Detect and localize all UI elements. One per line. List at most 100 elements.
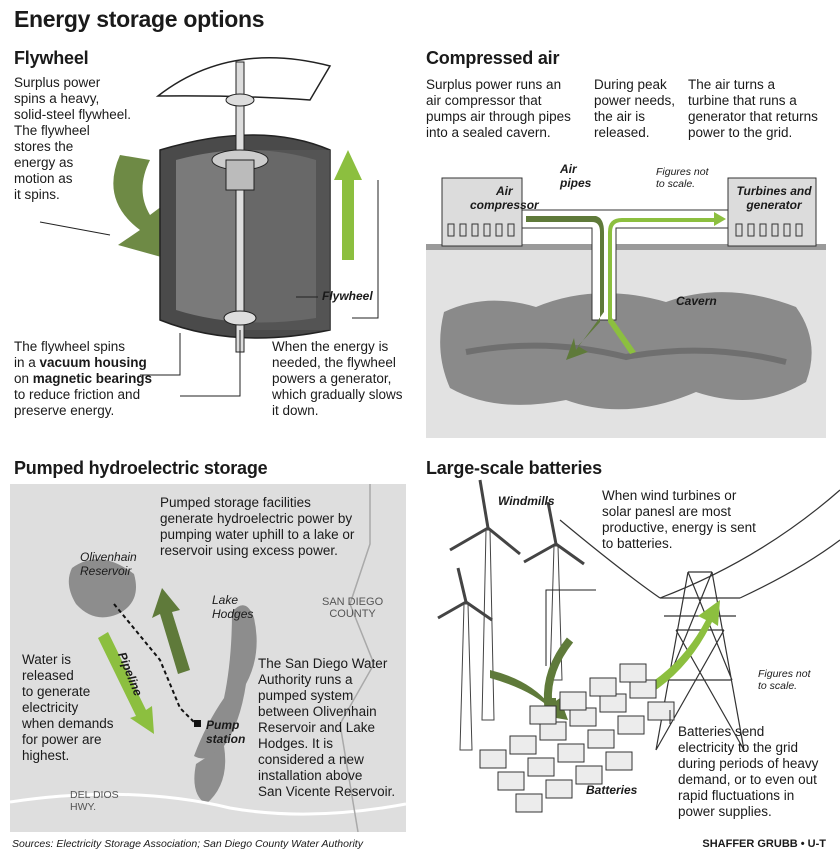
text-line: generator that returns xyxy=(688,109,818,124)
cavern-label: Cavern xyxy=(676,294,717,308)
batteries-heading: Large-scale batteries xyxy=(426,458,602,478)
text-line: between Olivenhain xyxy=(258,704,377,719)
ground-surface xyxy=(426,244,826,250)
flywheel-intro: Surplus power spins a heavy, solid-steel… xyxy=(14,75,131,203)
cavern-texture xyxy=(465,342,787,365)
text-line: released xyxy=(22,668,74,683)
text-line: it down. xyxy=(272,403,319,418)
pump-arrow xyxy=(152,588,190,674)
energy-arrow-in xyxy=(543,637,574,706)
hydro-heading: Pumped hydroelectric storage xyxy=(14,458,268,478)
text-line: The flywheel spins xyxy=(14,339,126,354)
bottom-bearing xyxy=(223,310,257,326)
text-line: solar panesl are most xyxy=(602,504,732,519)
water-text: Water is released to generate electricit… xyxy=(22,652,114,764)
sources-text: Sources: Electricity Storage Association… xyxy=(12,838,363,850)
text-line: The flywheel xyxy=(14,123,90,138)
text-line: Pumped storage facilities xyxy=(160,495,311,510)
credit-text: SHAFFER GRUBB • U-T xyxy=(702,838,826,850)
text-line: power to the grid. xyxy=(688,125,793,140)
page-title: Energy storage options xyxy=(14,6,265,32)
reservoir xyxy=(68,559,136,618)
cavern xyxy=(440,292,812,410)
text-line: air compressor that xyxy=(426,93,542,108)
turbines-label: Turbines and generator xyxy=(732,184,816,212)
text-line: motion as xyxy=(14,171,73,186)
text-line: highest. xyxy=(22,748,70,763)
text-line: Air xyxy=(496,184,513,198)
air-col2: During peak power needs, the air is rele… xyxy=(594,77,675,141)
text-line: productive, energy is sent xyxy=(602,520,756,535)
text-line: to reduce friction and xyxy=(14,387,141,402)
rotor-body xyxy=(225,159,255,191)
authority-text: The San Diego Water Authority runs a pum… xyxy=(258,656,395,800)
text-line: power supplies. xyxy=(678,804,772,819)
text-line: turbine that runs a xyxy=(688,93,797,108)
text-line: Hodges. It is xyxy=(258,736,334,751)
batteries-desc: Batteries send electricity to the grid d… xyxy=(678,724,818,820)
flywheel-heading: Flywheel xyxy=(14,48,89,68)
text-line: solid-steel flywheel. xyxy=(14,107,132,122)
text-line: to scale. xyxy=(656,178,696,190)
map-svg xyxy=(10,484,406,832)
text-line: Reservoir and Lake xyxy=(258,720,376,735)
text-line: DEL DIOS xyxy=(70,789,119,801)
pipeline xyxy=(113,603,197,725)
text-line: electricity to the grid xyxy=(678,740,799,755)
text-line: power needs, xyxy=(594,93,676,108)
text-line: generate hydroelectric power by xyxy=(160,511,353,526)
air-col3: The air turns a turbine that runs a gene… xyxy=(688,77,818,141)
pump-station-marker xyxy=(194,720,201,727)
text-line: to scale. xyxy=(758,680,798,692)
release-arrow xyxy=(98,632,154,734)
county-line xyxy=(339,484,375,832)
text-line: When the energy is xyxy=(272,339,389,354)
text-line: When wind turbines or xyxy=(602,488,737,503)
text-line: compressor xyxy=(470,198,539,212)
air-diagram-svg xyxy=(426,152,826,438)
power-tower xyxy=(559,489,840,751)
compressor-building xyxy=(441,177,523,247)
text-line: Figures not xyxy=(656,166,709,178)
housing-text: The flywheel spins in a vacuum housing o… xyxy=(14,339,152,419)
lake-arm xyxy=(194,746,226,804)
compressor-windows xyxy=(447,223,515,237)
text-line: to generate xyxy=(22,684,91,699)
text-line: San Vicente Reservoir. xyxy=(258,784,396,799)
text-line: COUNTY xyxy=(329,608,376,620)
flywheel-illustration xyxy=(39,57,379,397)
county-label: SAN DIEGO COUNTY xyxy=(322,596,383,620)
text-line: SAN DIEGO xyxy=(322,596,384,608)
air-col1: Surplus power runs an air compressor tha… xyxy=(426,77,571,141)
text-line: Hodges xyxy=(212,607,254,621)
leader-line xyxy=(180,330,241,397)
text-line: for power are xyxy=(22,732,102,747)
text-line: energy as xyxy=(14,155,74,170)
text-line: needed, the flywheel xyxy=(272,355,396,370)
windmill xyxy=(437,567,493,751)
top-bearing xyxy=(225,93,255,107)
compressed-air-heading: Compressed air xyxy=(426,48,560,68)
batteries-intro: When wind turbines or solar panesl are m… xyxy=(602,488,756,552)
leader-line xyxy=(545,589,596,666)
text-line: released. xyxy=(594,125,650,140)
text-line: which gradually slows xyxy=(272,387,403,402)
text-line: Turbines and xyxy=(736,184,812,198)
text-line: demand, or to even out xyxy=(678,772,817,787)
text-line: Figures not xyxy=(758,668,811,680)
text-line: pumping water uphill to a lake or xyxy=(160,527,355,542)
windmill xyxy=(523,501,585,681)
text-line: Water is xyxy=(22,652,72,667)
battery-scale-note: Figures not to scale. xyxy=(758,668,811,692)
housing-cutaway xyxy=(236,150,330,330)
text-line: pipes xyxy=(560,176,592,190)
text-line: on magnetic bearings xyxy=(14,371,152,387)
battery-bank xyxy=(479,663,675,813)
text-line: installation above xyxy=(258,768,363,783)
text-line: Reservoir xyxy=(80,564,132,578)
vacuum-housing-term: vacuum housing xyxy=(39,355,147,370)
text-line: spins a heavy, xyxy=(14,91,100,106)
compressor-label: Air compressor xyxy=(470,184,539,212)
text-line: preserve energy. xyxy=(14,403,115,418)
windmills-label: Windmills xyxy=(498,494,555,508)
